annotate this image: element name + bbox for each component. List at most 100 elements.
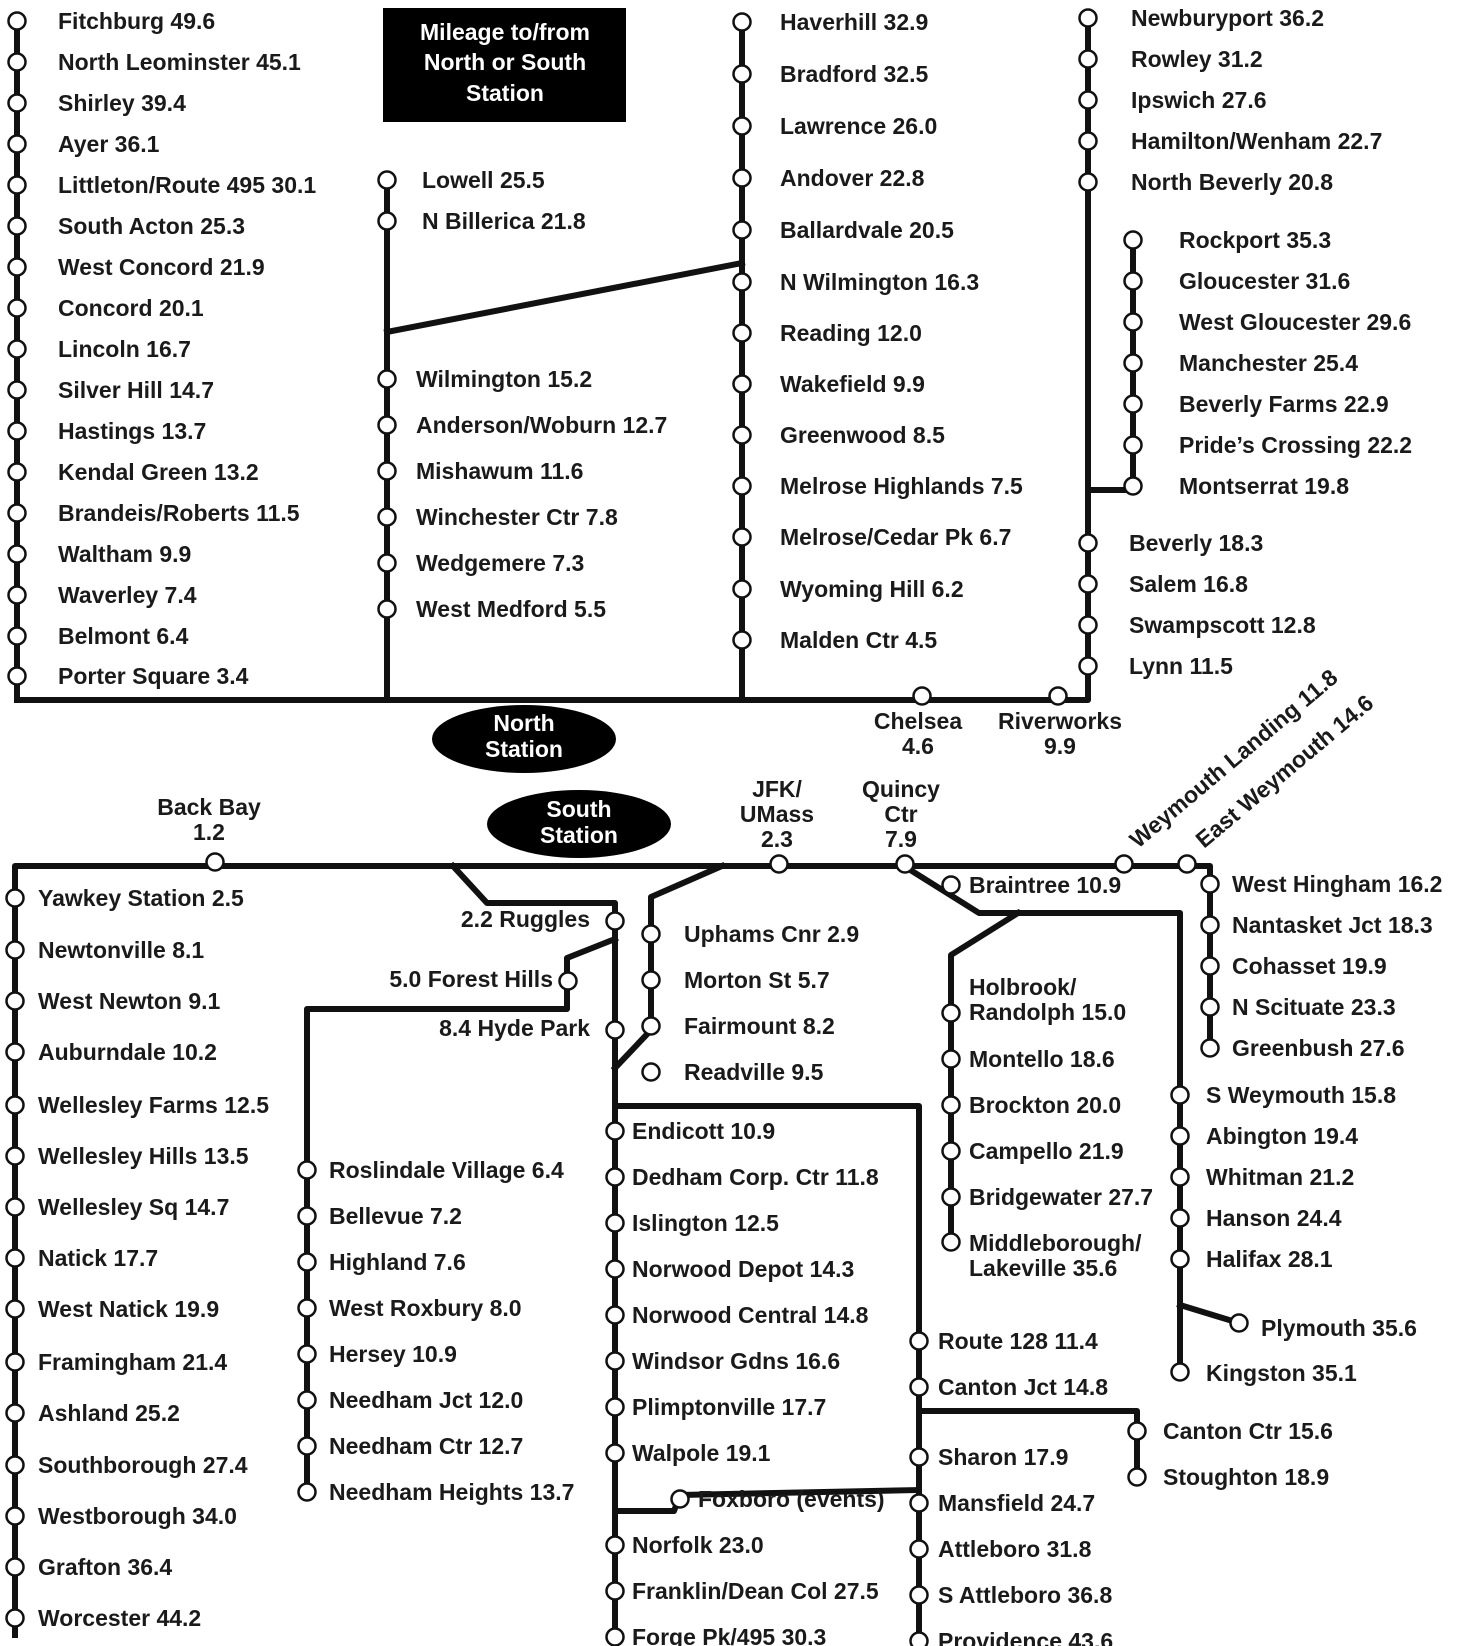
station-label: Rowley 31.2: [1131, 46, 1263, 72]
north-station-label-2: Station: [485, 736, 563, 762]
mainline-stops: Chelsea 4.6 Riverworks 9.9 Back Bay 1.2 …: [157, 664, 1378, 874]
stop-marker: [941, 1141, 961, 1161]
stop-marker: [5, 1042, 25, 1062]
station-label: Greenbush 27.6: [1232, 1035, 1405, 1061]
title-line-1: Mileage to/from: [420, 19, 590, 45]
stop-marker: [7, 503, 27, 523]
stop-marker: [641, 1062, 661, 1082]
station-label: 2.2 Ruggles: [461, 906, 590, 932]
stop-marker: [605, 1305, 625, 1325]
stop-marker: [7, 339, 27, 359]
station-label: Kendal Green 13.2: [58, 459, 259, 485]
station-label: West Gloucester 29.6: [1179, 309, 1411, 335]
stop-marker: [7, 134, 27, 154]
station-label: Montserrat 19.8: [1179, 473, 1349, 499]
stop-marker: [941, 1049, 961, 1069]
station-label: Norfolk 23.0: [632, 1532, 764, 1558]
stop-marker: [297, 1298, 317, 1318]
station-label: Grafton 36.4: [38, 1554, 172, 1580]
station-label: Beverly Farms 22.9: [1179, 391, 1389, 417]
station-label: Belmont 6.4: [58, 623, 189, 649]
station-label-riverworks: Riverworks: [998, 708, 1122, 734]
stop-marker: [1170, 1362, 1190, 1382]
station-label: Canton Jct 14.8: [938, 1374, 1108, 1400]
stop-marker: [7, 257, 27, 277]
station-label: Lawrence 26.0: [780, 113, 937, 139]
station-label: Route 128 11.4: [938, 1328, 1098, 1354]
stop-marker: [941, 1187, 961, 1207]
station-label-quincy-miles: 7.9: [885, 826, 917, 852]
station-label: Needham Jct 12.0: [329, 1387, 523, 1413]
station-label: Brandeis/Roberts 11.5: [58, 500, 300, 526]
station-label: Providence 43.6: [938, 1628, 1113, 1646]
stop-marker: [5, 1299, 25, 1319]
stop-marker: [1170, 1085, 1190, 1105]
station-label: Foxboro (events): [698, 1486, 885, 1512]
station-label: N Billerica 21.8: [422, 208, 586, 234]
stop-marker: [558, 971, 578, 991]
stop-marker: [1114, 854, 1134, 874]
station-label: Wilmington 15.2: [416, 366, 592, 392]
stop-marker: [1078, 574, 1098, 594]
stop-marker: [7, 462, 27, 482]
title-line-3: Station: [466, 80, 544, 106]
south-station-terminal: South Station: [487, 790, 671, 858]
stop-marker: [1127, 1421, 1147, 1441]
stop-marker: [1123, 271, 1143, 291]
stop-marker: [732, 64, 752, 84]
south-station-oval: [487, 790, 671, 858]
stop-marker: [297, 1206, 317, 1226]
stop-marker: [5, 940, 25, 960]
stop-marker: [5, 1352, 25, 1372]
station-label: Montello 18.6: [969, 1046, 1115, 1072]
station-label: Norwood Depot 14.3: [632, 1256, 854, 1282]
station-label: Whitman 21.2: [1206, 1164, 1354, 1190]
stop-marker: [732, 323, 752, 343]
stop-marker: [1123, 476, 1143, 496]
stop-marker: [7, 666, 27, 686]
north-station-oval: [432, 705, 616, 773]
station-label: Reading 12.0: [780, 320, 922, 346]
station-label: S Weymouth 15.8: [1206, 1082, 1396, 1108]
stop-marker: [297, 1482, 317, 1502]
stop-marker: [5, 1197, 25, 1217]
station-label: Melrose Highlands 7.5: [780, 473, 1023, 499]
station-label: Randolph 15.0: [969, 999, 1126, 1025]
stop-marker: [1127, 1467, 1147, 1487]
station-label: North Beverly 20.8: [1131, 169, 1333, 195]
station-label: N Wilmington 16.3: [780, 269, 979, 295]
stop-marker: [7, 175, 27, 195]
station-label: Westborough 34.0: [38, 1503, 237, 1529]
fairmount-line: [610, 862, 726, 1073]
station-label: Plymouth 35.6: [1261, 1315, 1417, 1341]
south-station-label-2: Station: [540, 822, 618, 848]
stop-marker: [769, 854, 789, 874]
station-label: West Hingham 16.2: [1232, 871, 1442, 897]
stop-marker: [732, 168, 752, 188]
station-label-jfk-miles: 2.3: [761, 826, 793, 852]
stop-marker: [5, 1455, 25, 1475]
stop-marker: [1200, 1038, 1220, 1058]
station-label: Natick 17.7: [38, 1245, 158, 1271]
station-label: Needham Heights 13.7: [329, 1479, 574, 1505]
station-label: Attleboro 31.8: [938, 1536, 1092, 1562]
station-label: Wellesley Farms 12.5: [38, 1092, 269, 1118]
station-label-umass: UMass: [740, 801, 814, 827]
station-label: Mishawum 11.6: [416, 458, 583, 484]
stop-marker: [7, 585, 27, 605]
stop-marker: [1123, 353, 1143, 373]
kingston-line: [899, 861, 1183, 1373]
stop-marker: [5, 1248, 25, 1268]
station-label: West Natick 19.9: [38, 1296, 219, 1322]
stop-marker: [605, 1535, 625, 1555]
stop-marker: [605, 1020, 625, 1040]
stop-marker: [377, 599, 397, 619]
stop-marker: [1078, 656, 1098, 676]
stop-marker: [941, 1095, 961, 1115]
stop-marker: [732, 12, 752, 32]
station-label: Silver Hill 14.7: [58, 377, 214, 403]
stop-marker: [909, 1631, 929, 1646]
station-label-chelsea: Chelsea: [874, 708, 962, 734]
station-label: Uphams Cnr 2.9: [684, 921, 859, 947]
stop-marker: [895, 854, 915, 874]
